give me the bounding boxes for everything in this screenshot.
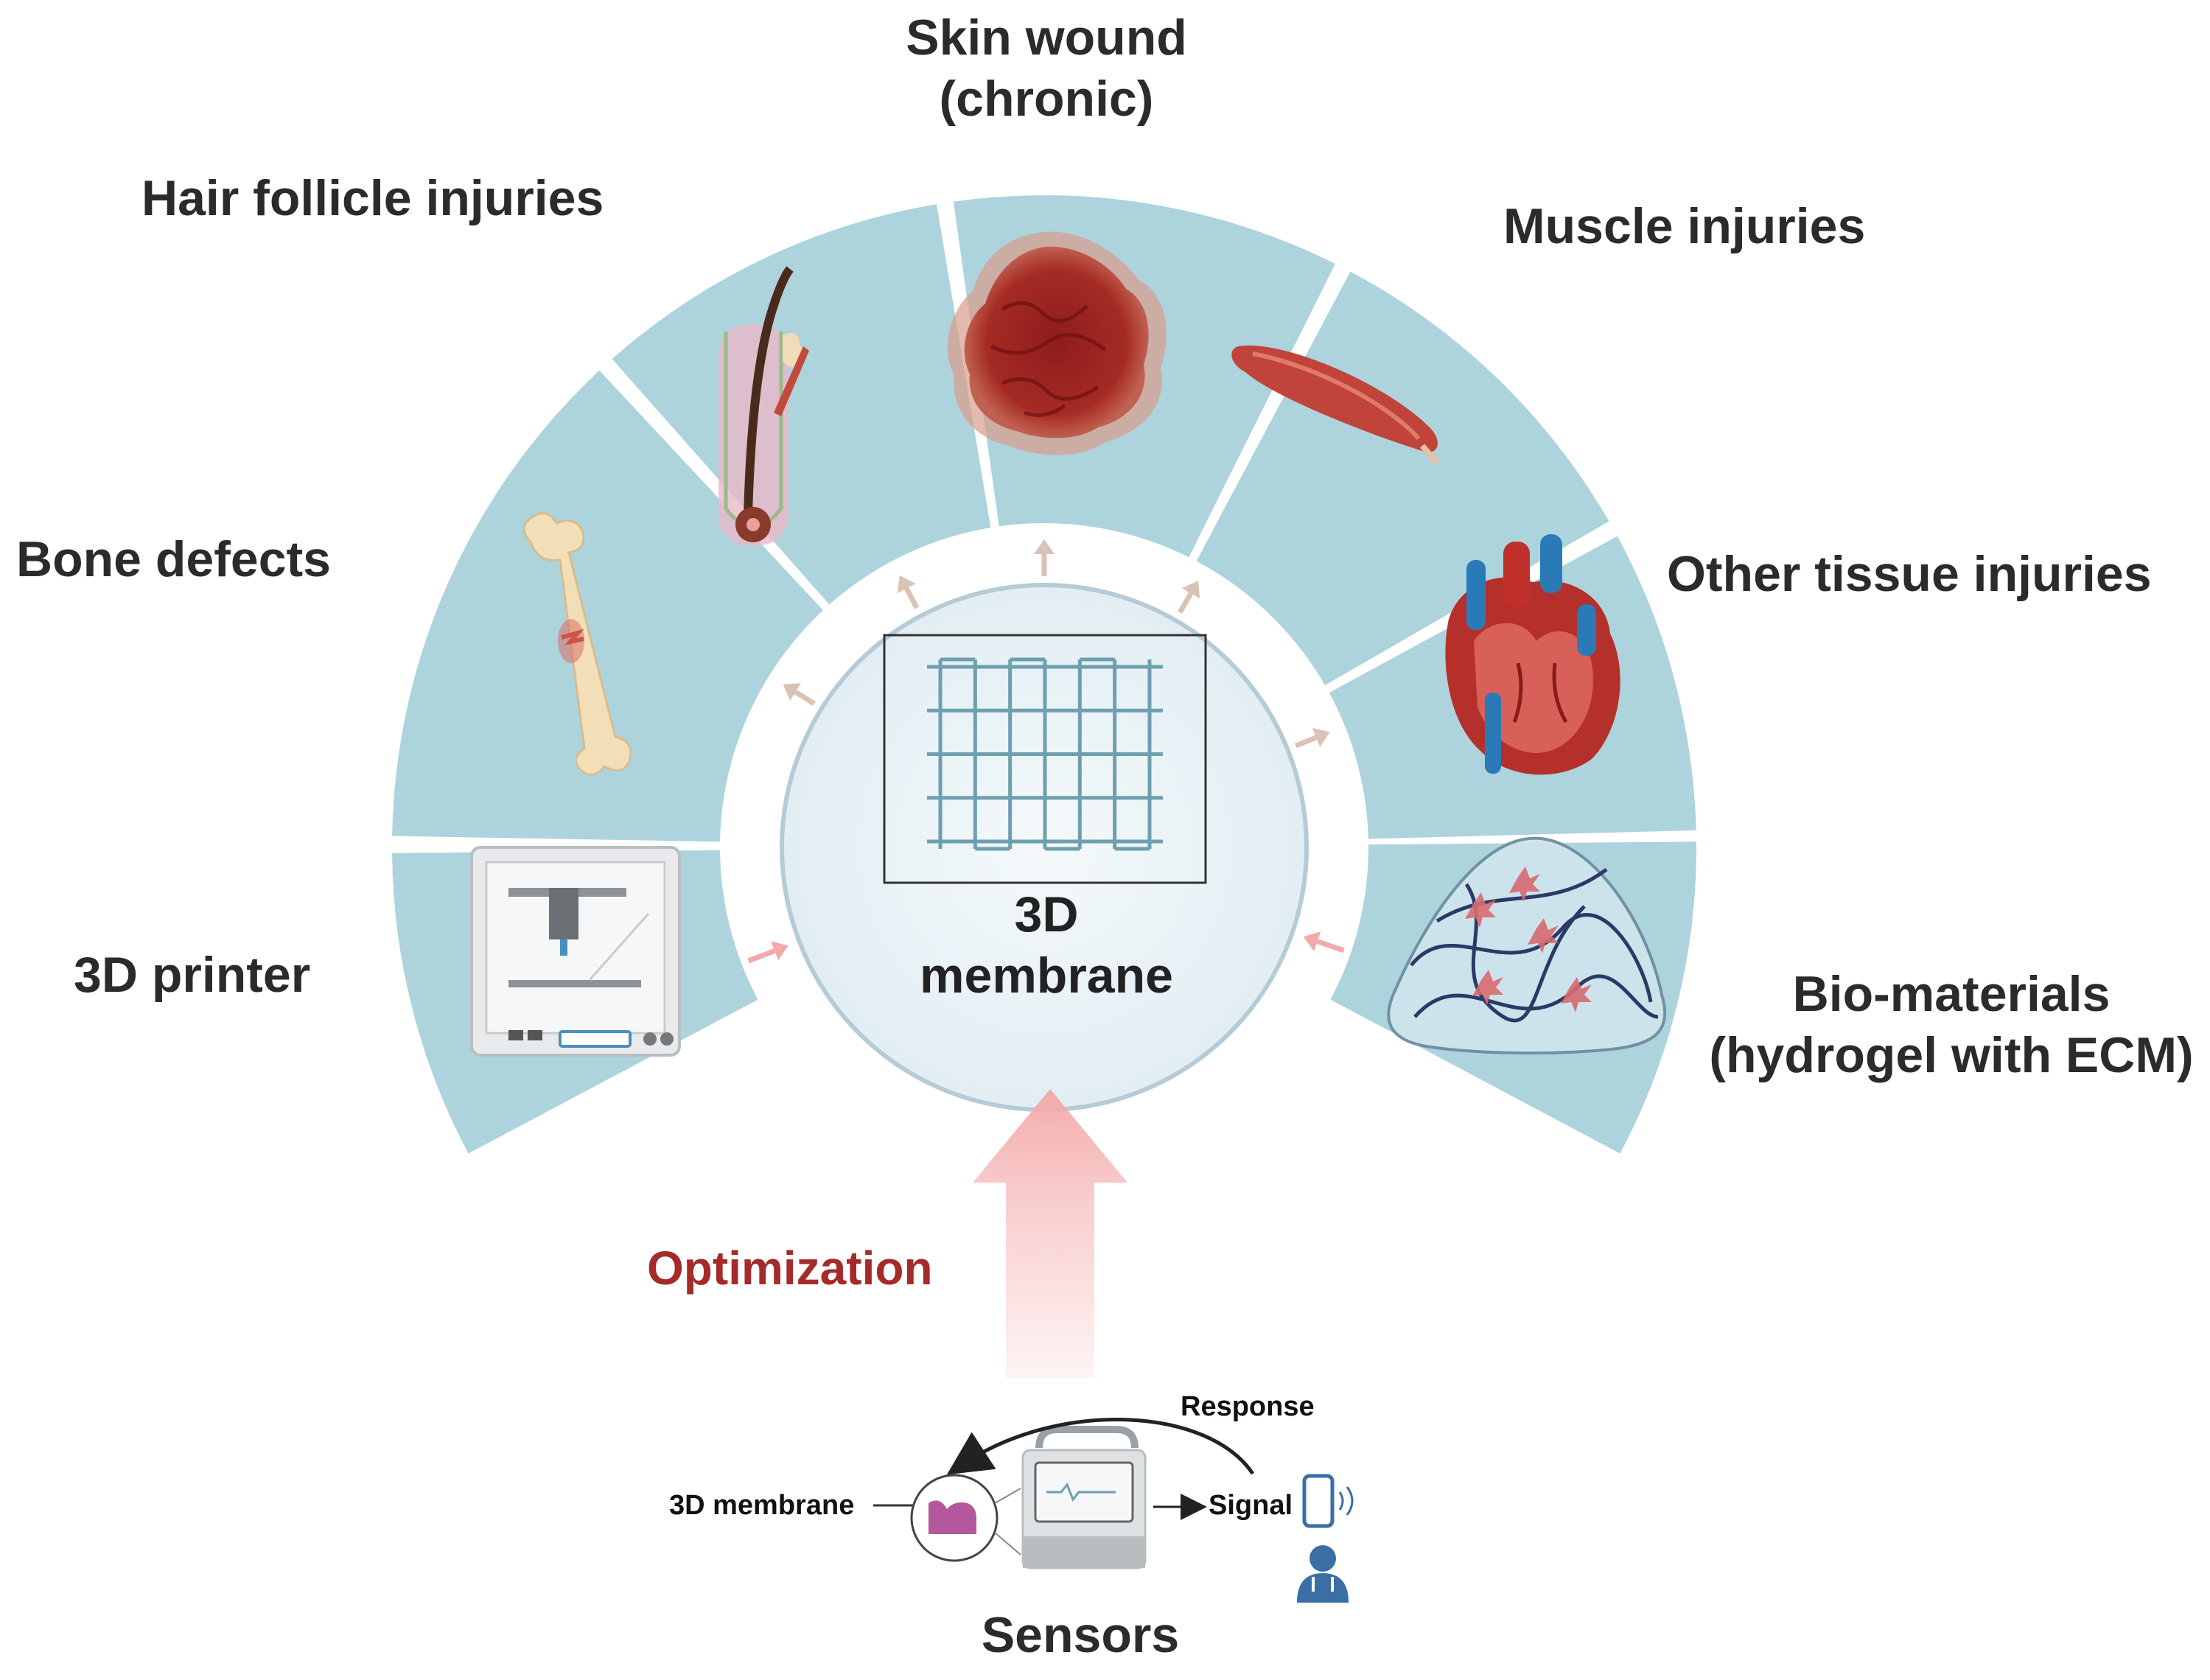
label-response: Response [1181,1391,1315,1422]
label-biomaterials-line1: Bio-materials [1792,966,2111,1022]
label-sensor-membrane: 3D membrane [669,1490,855,1521]
label-hair-follicle: Hair follicle injuries [141,170,604,226]
arrow-in-biomaterials [1303,931,1345,953]
label-skin-wound-line2: (chronic) [939,70,1154,127]
printer-icon [470,846,681,1057]
label-center: 3D membrane [920,884,1173,1007]
wound-icon [947,231,1167,455]
hydrogel-icon [1387,836,1667,1055]
sector-bone [392,370,823,842]
muscle-icon [1231,345,1440,465]
arrow-out-hair [897,575,920,609]
label-center-line1: 3D [1014,886,1079,942]
sensors-panel [873,1418,1354,1603]
label-optimization: Optimization [647,1242,933,1295]
radial-arrows [747,539,1345,964]
membrane-sample-icon [929,1500,976,1534]
label-printer: 3D printer [74,947,311,1003]
hair-follicle-icon [718,266,809,545]
optimization-arrow [973,1089,1127,1378]
label-skin-wound-line1: Skin wound [906,10,1187,66]
label-bone: Bone defects [16,531,331,587]
bone-icon [522,512,632,776]
label-center-line2: membrane [920,947,1173,1004]
doctor-icon [1297,1545,1349,1603]
sensor-device-icon [1021,1426,1147,1569]
label-signal: Signal [1209,1490,1293,1521]
membrane-mesh-icon [927,657,1163,851]
arrow-out-skin [1034,539,1055,576]
arrow-out-other [1294,727,1330,749]
arrow-in-printer [747,941,788,964]
label-other-tissue: Other tissue injuries [1667,546,2152,602]
sector-hair-follicle [612,204,991,605]
label-biomaterials: Bio-materials (hydrogel with ECM) [1709,964,2193,1086]
label-muscle: Muscle injuries [1503,198,1866,254]
response-arrow [946,1418,1255,1475]
heart-icon [1445,534,1620,775]
arrow-out-bone [783,683,816,706]
membrane-mesh-lines [927,657,1163,851]
arrow-out-muscle [1177,581,1200,615]
center-membrane [780,583,1309,1112]
phone-icon [1302,1474,1354,1528]
label-sensors: Sensors [981,1607,1180,1663]
label-biomaterials-line2: (hydrogel with ECM) [1709,1026,2194,1083]
label-skin-wound: Skin wound (chronic) [906,7,1187,130]
